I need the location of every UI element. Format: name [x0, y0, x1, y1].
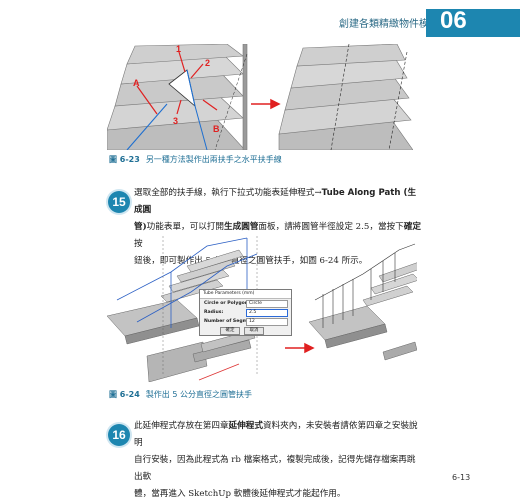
caption-label: 圖 6-23	[109, 155, 140, 164]
callout-b: B	[213, 124, 220, 134]
step-15-badge: 15	[108, 191, 130, 213]
chapter-number: 06	[440, 7, 467, 34]
stair-right-illustration	[278, 44, 413, 150]
step-16-badge: 16	[108, 424, 130, 446]
dialog-title: Tube Parameters (mm)	[200, 290, 291, 299]
caption-text: 另一種方法製作出兩扶手之水平扶手線	[145, 155, 282, 164]
step-16-text: 此延伸程式存放在第四章延伸程式資料夾內，未安裝者請依第四章之安裝說明 自行安裝，…	[134, 421, 418, 499]
callout-1: 1	[176, 44, 181, 54]
figure-6-23-caption: 圖 6-23 另一種方法製作出兩扶手之水平扶手線	[109, 154, 282, 165]
figure-6-24-caption: 圖 6-24 製作出 5 公分直徑之圓管扶手	[109, 389, 252, 400]
transition-arrow	[251, 98, 281, 110]
page-number: 6-13	[452, 473, 471, 482]
circle-polygon-label: Circle or Polygon ? :	[204, 301, 256, 306]
stair-left-illustration	[107, 44, 248, 150]
segments-input[interactable]: 12	[246, 318, 288, 326]
step-15-text: 選取全部的扶手線，執行下拉式功能表延伸程式→Tube Along Path (生…	[134, 188, 421, 266]
ok-button[interactable]: 確定	[220, 327, 240, 335]
callout-arrows	[136, 51, 218, 115]
callout-3: 3	[173, 116, 178, 126]
stair-tube-right-illustration	[308, 243, 417, 361]
caption-label: 圖 6-24	[109, 390, 140, 399]
cancel-button[interactable]: 取消	[244, 327, 264, 335]
segments-label: Number of Segments:	[204, 319, 261, 324]
figure-6-23: 1 2 3 A B	[107, 44, 413, 150]
radius-label: Radius:	[204, 310, 224, 315]
callout-a: A	[133, 78, 140, 88]
caption-text: 製作出 5 公分直徑之圓管扶手	[145, 390, 252, 399]
tube-parameters-dialog: Tube Parameters (mm) Circle or Polygon ?…	[199, 289, 292, 336]
running-header-title: 創建各類精緻物件模型	[339, 19, 439, 30]
chapter-tab	[426, 9, 520, 37]
transition-arrow-2	[285, 342, 315, 354]
radius-input[interactable]: 2.5	[246, 309, 288, 317]
callout-2: 2	[205, 58, 210, 68]
circle-polygon-select[interactable]: Circle	[246, 300, 288, 308]
